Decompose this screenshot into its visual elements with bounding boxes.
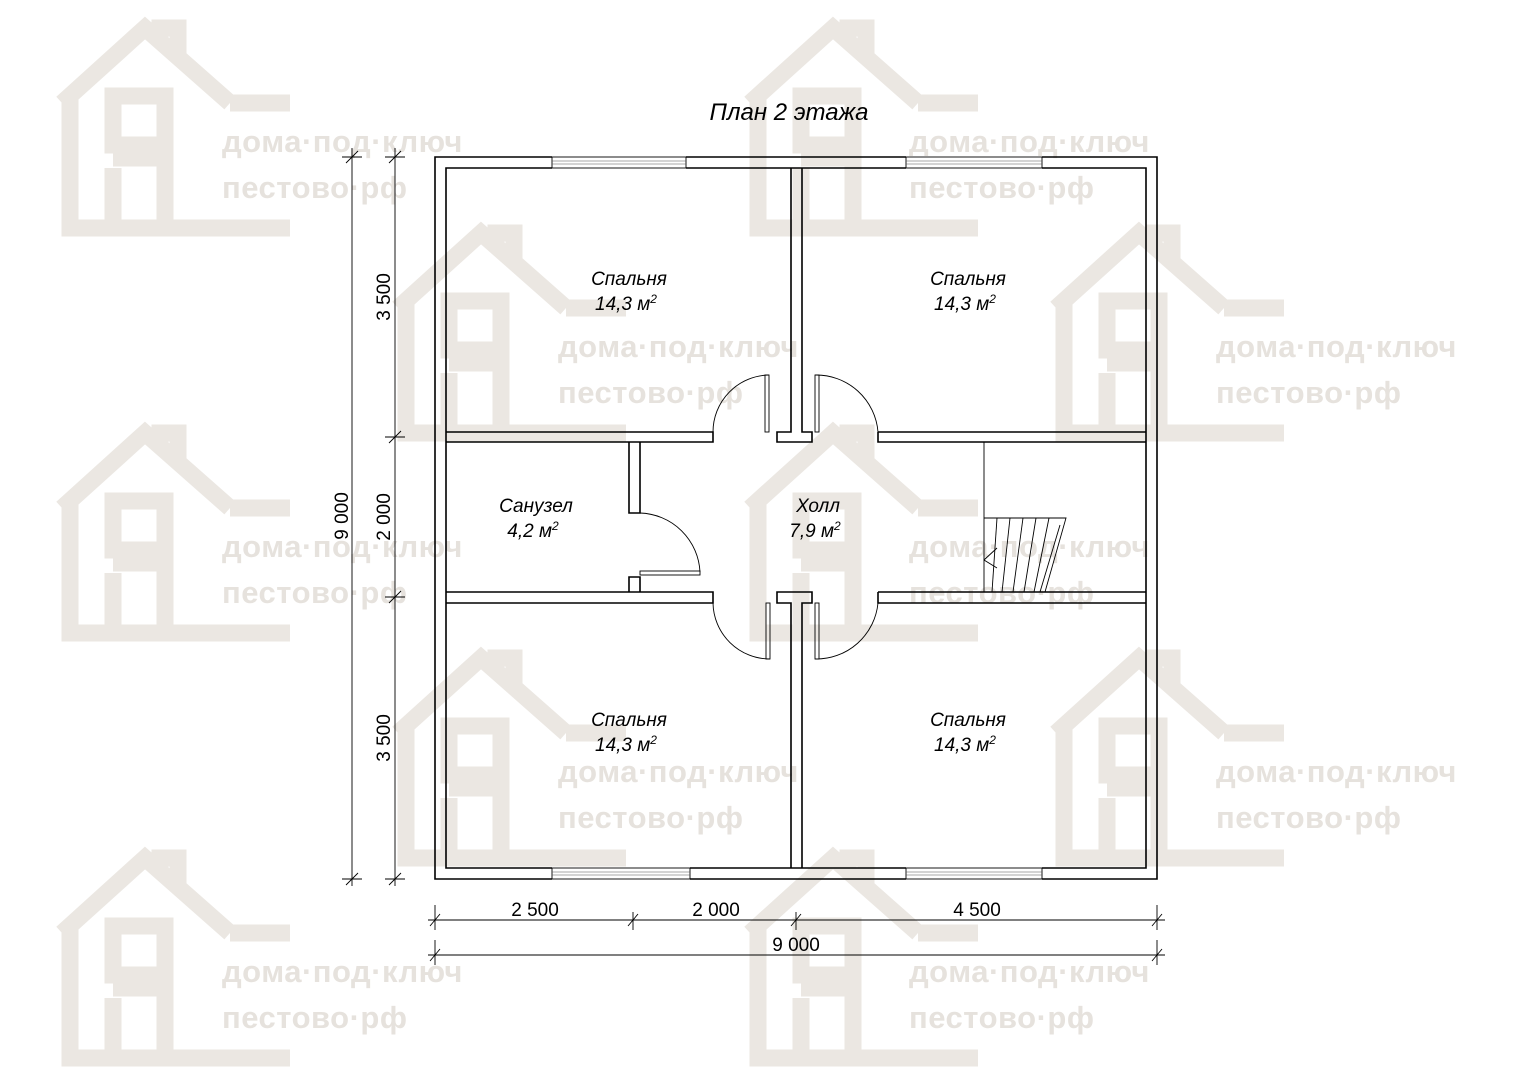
room-name: Холл xyxy=(795,496,840,517)
watermark-text: пестово·рф xyxy=(909,170,1094,205)
watermark-text: дома·под·ключ xyxy=(909,124,1150,159)
door xyxy=(712,374,770,433)
watermark-text: пестово·рф xyxy=(222,170,407,205)
room-area: 14,3 м2 xyxy=(595,292,657,315)
door xyxy=(639,512,701,576)
watermark-text: пестово·рф xyxy=(558,375,743,410)
dimension-bottom: 2 500 2 000 4 500 xyxy=(428,900,1165,930)
doors xyxy=(639,374,879,660)
room-name: Спальня xyxy=(930,269,1006,290)
dimension-label: 2 500 xyxy=(511,900,559,921)
watermark-text: дома·под·ключ xyxy=(558,329,799,364)
room-area: 4,2 м2 xyxy=(507,519,559,542)
watermark-text: пестово·рф xyxy=(558,800,743,835)
interior-wall xyxy=(628,576,641,592)
room-bedroom-bottom-right: Спальня 14,3 м2 xyxy=(930,710,1006,756)
window xyxy=(551,156,687,169)
plan-title: План 2 этажа xyxy=(710,99,869,126)
room-bedroom-top-right: Спальня 14,3 м2 xyxy=(930,269,1006,315)
window xyxy=(551,867,691,880)
interior-wall xyxy=(877,431,1146,443)
dimension-label: 4 500 xyxy=(953,900,1001,921)
dimension-bottom-total: 9 000 xyxy=(428,935,1165,965)
watermark-text: дома·под·ключ xyxy=(1216,754,1457,789)
room-name: Спальня xyxy=(591,269,667,290)
room-name: Санузел xyxy=(499,496,573,517)
interior-wall xyxy=(628,442,641,514)
watermark-text: пестово·рф xyxy=(909,1000,1094,1035)
door xyxy=(712,602,771,660)
interior-wall xyxy=(446,431,714,443)
door xyxy=(814,602,879,660)
interior-wall xyxy=(776,168,813,443)
watermark-text: пестово·рф xyxy=(222,1000,407,1035)
dimension-left: 3 500 2 000 3 500 xyxy=(374,148,405,886)
watermark-text: дома·под·ключ xyxy=(909,954,1150,989)
dimension-label: 2 000 xyxy=(374,493,395,541)
room-hall: Холл 7,9 м2 xyxy=(789,496,841,542)
window xyxy=(905,156,1043,169)
dimension-label: 3 500 xyxy=(374,714,395,762)
door xyxy=(814,374,879,433)
watermark-text: пестово·рф xyxy=(1216,800,1401,835)
watermark-text: дома·под·ключ xyxy=(222,954,463,989)
watermark-text: дома·под·ключ xyxy=(1216,329,1457,364)
interior-wall xyxy=(446,591,714,604)
room-bedroom-top-left: Спальня 14,3 м2 xyxy=(591,269,667,315)
room-name: Спальня xyxy=(930,710,1006,731)
room-bathroom: Санузел 4,2 м2 xyxy=(499,496,573,542)
watermark-text: пестово·рф xyxy=(1216,375,1401,410)
window xyxy=(905,867,1043,880)
dimension-label: 2 000 xyxy=(692,900,740,921)
watermark-text: дома·под·ключ xyxy=(558,754,799,789)
room-area: 7,9 м2 xyxy=(789,519,841,542)
watermark-text: дома·под·ключ xyxy=(222,529,463,564)
dimension-label: 9 000 xyxy=(332,492,353,540)
dimension-label: 3 500 xyxy=(374,273,395,321)
room-area: 14,3 м2 xyxy=(934,733,996,756)
interior-wall xyxy=(776,591,813,868)
staircase xyxy=(983,442,1067,593)
watermark-layer: дома·под·ключ пестово·рф дома·под·ключ п… xyxy=(62,28,1457,1058)
room-bedroom-bottom-left: Спальня 14,3 м2 xyxy=(591,710,667,756)
dimension-label: 9 000 xyxy=(772,935,820,956)
watermark-text: дома·под·ключ xyxy=(222,124,463,159)
watermark-text: пестово·рф xyxy=(222,575,407,610)
room-area: 14,3 м2 xyxy=(595,733,657,756)
walls xyxy=(434,156,1158,880)
room-name: Спальня xyxy=(591,710,667,731)
room-area: 14,3 м2 xyxy=(934,292,996,315)
dimension-left-total: 9 000 xyxy=(332,148,362,886)
